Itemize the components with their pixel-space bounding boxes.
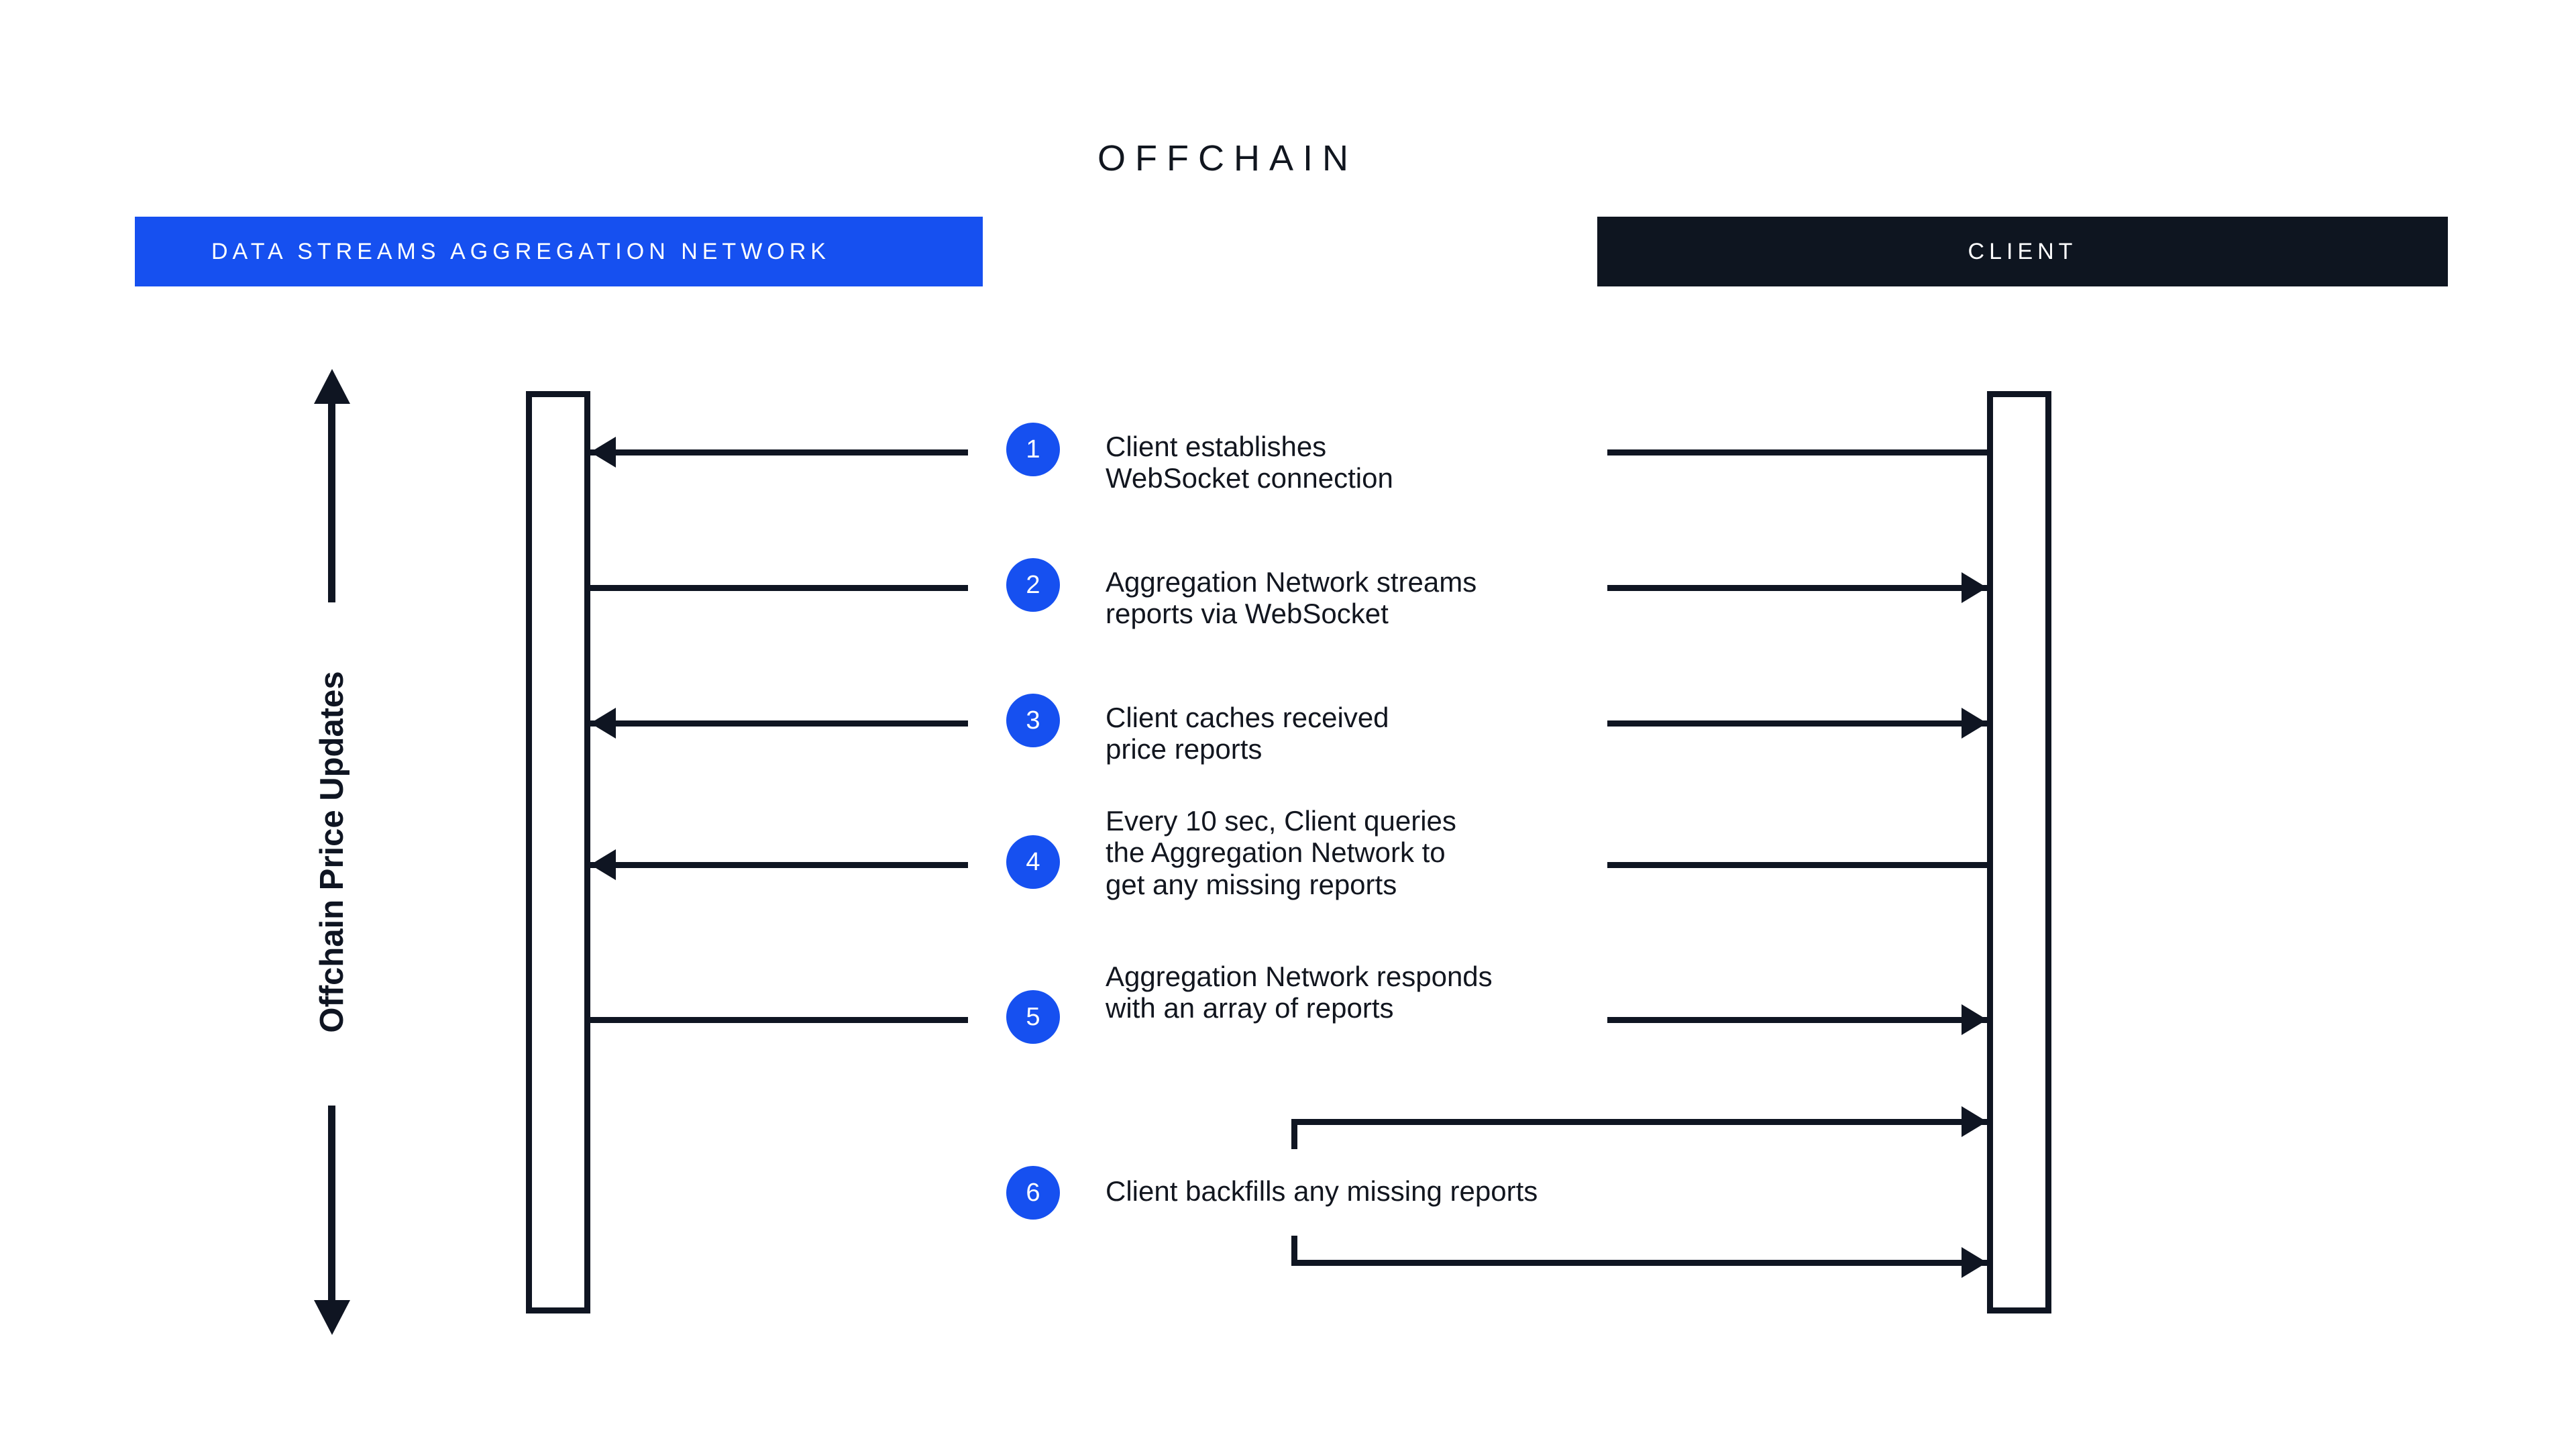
step-label-1-line-2: WebSocket connection (1106, 462, 1393, 494)
arrowhead-3-right-icon (1962, 708, 1987, 739)
offchain-price-updates-axis: Offchain Price Updates (288, 362, 376, 1342)
loop-stub-6-top (1291, 1125, 1297, 1149)
step-badge-3[interactable]: 3 (1006, 694, 1060, 747)
step-label-4-line-3: get any missing reports (1106, 868, 1397, 900)
arrowhead-4-left-icon (590, 849, 616, 880)
message-line-4-left (590, 862, 968, 868)
page-title: OFFCHAIN (1097, 138, 1358, 178)
step-badge-4[interactable]: 4 (1006, 835, 1060, 889)
step-label-1: Client establishes WebSocket connection (1106, 431, 1615, 494)
lifeline-client (1987, 391, 2051, 1313)
message-line-6-top (1291, 1119, 1987, 1125)
message-line-3-right (1607, 720, 1987, 727)
step-label-4-line-1: Every 10 sec, Client queries (1106, 805, 1456, 837)
lane-header-aggregation-network: DATA STREAMS AGGREGATION NETWORK (135, 217, 983, 286)
message-line-2-right (1607, 585, 1987, 591)
message-line-3-left (590, 720, 968, 727)
arrowhead-5-right-icon (1962, 1004, 1987, 1035)
lifeline-aggregation-network (526, 391, 590, 1313)
step-label-4-line-2: the Aggregation Network to (1106, 837, 1446, 869)
step-label-2-line-1: Aggregation Network streams (1106, 566, 1477, 598)
step-label-4: Every 10 sec, Client queries the Aggrega… (1106, 805, 1615, 900)
lane-header-client: CLIENT (1597, 217, 2448, 286)
message-line-1-left (590, 449, 968, 455)
step-label-3: Client caches received price reports (1106, 702, 1615, 765)
arrowhead-6-bottom-icon (1962, 1247, 1987, 1278)
step-badge-6[interactable]: 6 (1006, 1166, 1060, 1220)
double-arrow-icon (314, 369, 350, 1335)
step-badge-2[interactable]: 2 (1006, 558, 1060, 612)
step-label-1-line-1: Client establishes (1106, 431, 1327, 462)
message-line-2-left (590, 585, 968, 591)
arrowhead-6-top-icon (1962, 1106, 1987, 1137)
message-line-4-right (1607, 862, 1987, 868)
step-label-3-line-1: Client caches received (1106, 702, 1389, 733)
step-badge-5[interactable]: 5 (1006, 990, 1060, 1044)
message-line-6-bottom (1291, 1260, 1987, 1266)
step-badge-1[interactable]: 1 (1006, 423, 1060, 476)
arrowhead-3-left-icon (590, 708, 616, 739)
loop-stub-6-bottom (1291, 1236, 1297, 1260)
step-label-6: Client backfills any missing reports (1106, 1175, 1763, 1207)
arrowhead-2-right-icon (1962, 572, 1987, 603)
arrowhead-1-left-icon (590, 437, 616, 468)
step-label-5-line-2: with an array of reports (1106, 992, 1394, 1024)
message-line-1-right (1607, 449, 1987, 455)
step-label-5: Aggregation Network responds with an arr… (1106, 961, 1615, 1024)
step-label-3-line-2: price reports (1106, 733, 1263, 765)
step-label-2-line-2: reports via WebSocket (1106, 598, 1389, 630)
step-label-5-line-1: Aggregation Network responds (1106, 961, 1493, 992)
message-line-5-right (1607, 1017, 1987, 1023)
message-line-5-left (590, 1017, 968, 1023)
lane-header-client-label: CLIENT (1968, 238, 2078, 264)
axis-label: Offchain Price Updates (314, 671, 350, 1033)
step-label-2: Aggregation Network streams reports via … (1106, 566, 1615, 630)
lane-header-aggregation-network-label: DATA STREAMS AGGREGATION NETWORK (211, 238, 830, 264)
step-label-6-line-1: Client backfills any missing reports (1106, 1175, 1538, 1207)
